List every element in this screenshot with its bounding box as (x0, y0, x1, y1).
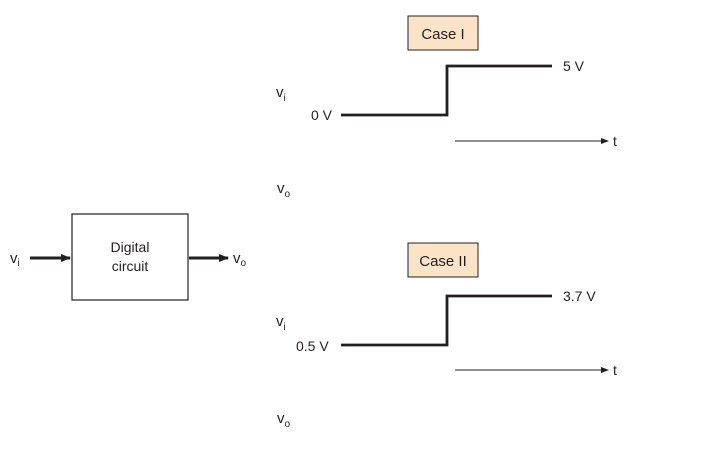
digital-circuit-box (71, 213, 189, 301)
case-2-vo-label: vo (277, 410, 291, 430)
block-title-line1: Digital (111, 239, 150, 255)
block-input-label: vi (10, 250, 20, 269)
case-2-title: Case II (419, 253, 467, 270)
case-2-panel: Case II vi 0.5 V 3.7 V t vo (276, 242, 617, 430)
case-1-vo-label: vo (277, 180, 291, 200)
case-1-title-box (407, 15, 479, 51)
case-2-vi-waveform (341, 294, 552, 347)
case-1-high-level: 5 V (563, 58, 585, 74)
case-1-vi-waveform (341, 64, 552, 117)
case-1-panel: Case I vi 0 V 5 V t vo (276, 15, 617, 200)
case-1-low-level: 0 V (311, 107, 333, 123)
block-output-label: vo (233, 250, 247, 269)
case-2-low-level: 0.5 V (296, 338, 329, 354)
case-1-title: Case I (421, 26, 464, 43)
case-2-time-label: t (613, 362, 617, 378)
case-1-time-label: t (613, 133, 617, 149)
block-diagram: vi Digital circuit vo (10, 213, 247, 301)
case-1-vi-label: vi (276, 84, 286, 104)
case-2-vi-label: vi (276, 313, 286, 333)
case-2-title-box (407, 242, 479, 278)
block-title-line2: circuit (112, 258, 149, 274)
case-2-high-level: 3.7 V (563, 288, 596, 304)
